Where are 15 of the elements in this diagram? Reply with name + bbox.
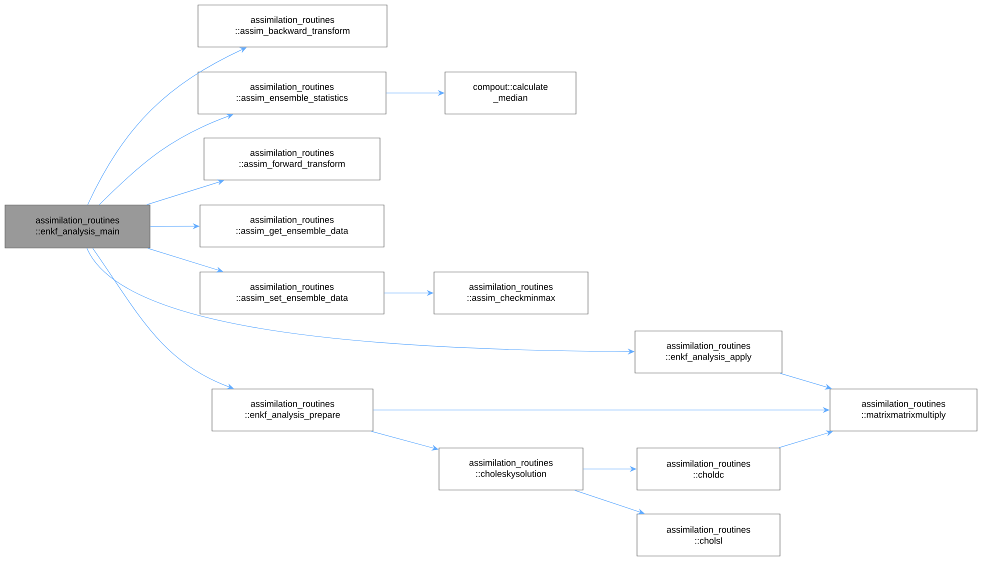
function-box: assimilation_routines ::enkf_analysis_main (4, 204, 150, 248)
function-box: assimilation_routines ::assim_set_ensemble_data (200, 272, 384, 314)
function-box: assimilation_routines ::assim_ensemble_statistics (198, 72, 386, 114)
arrow (92, 248, 234, 390)
function-box: assimilation_routines ::assim_forward_transform (204, 138, 380, 180)
function-box: assimilation_routines ::assim_get_ensemble_data (200, 204, 384, 248)
function-box: assimilation_routines ::choldc (636, 448, 780, 490)
function-box: assimilation_routines ::cholsl (636, 514, 780, 556)
function-box: assimilation_routines ::matrixmatrixmultiply (830, 388, 978, 432)
function-box: assimilation_routines ::enkf_analysis_apply (634, 330, 782, 374)
function-box: assimilation_routines ::assim_backward_transform (198, 4, 388, 48)
function-box: assimilation_routines ::choleskysolution (438, 448, 584, 490)
function-box: compout::calculate _median (444, 72, 576, 114)
function-box: assimilation_routines ::enkf_analysis_prepare (212, 388, 374, 432)
function-box: assimilation_routines ::assim_checkminmax (434, 272, 588, 314)
